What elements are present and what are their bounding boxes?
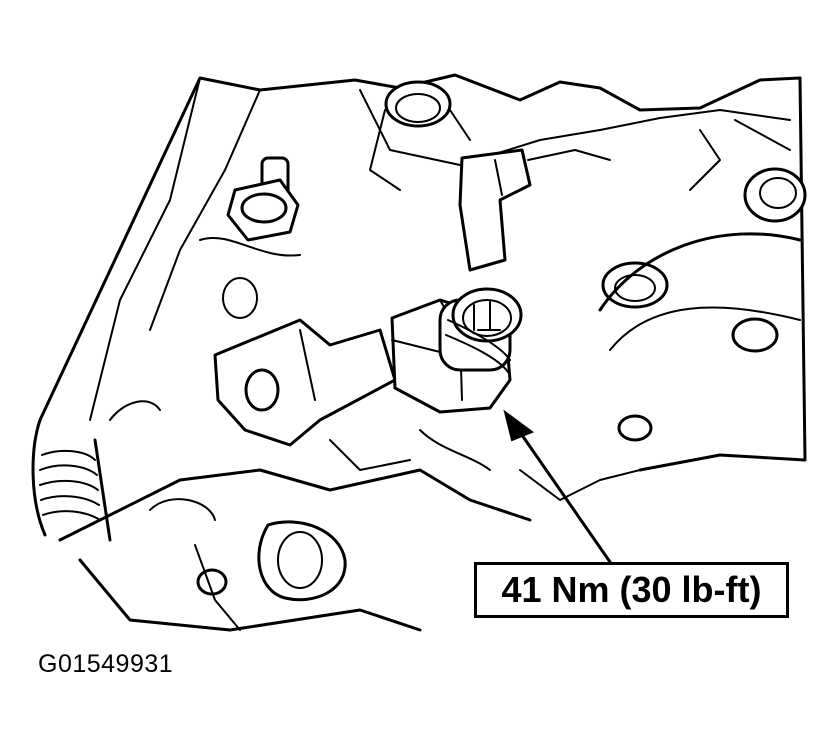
- figure-id: G01549931: [38, 650, 174, 678]
- upper-port-boss: [369, 80, 471, 191]
- mounting-stud: [199, 156, 301, 319]
- engine-block-outline: [38, 73, 807, 472]
- bracket-tab: [458, 148, 611, 272]
- lower-casting: [58, 429, 641, 632]
- oil-pressure-sensor: [390, 287, 523, 414]
- right-side-bosses: [598, 119, 807, 442]
- torque-callout-label: 41 Nm (30 lb-ft): [501, 569, 762, 610]
- callout-leader: [503, 409, 612, 564]
- pulley-stack: [31, 400, 161, 542]
- torque-callout: 41 Nm (30 lb-ft): [474, 562, 789, 618]
- mounting-flange: [213, 318, 397, 447]
